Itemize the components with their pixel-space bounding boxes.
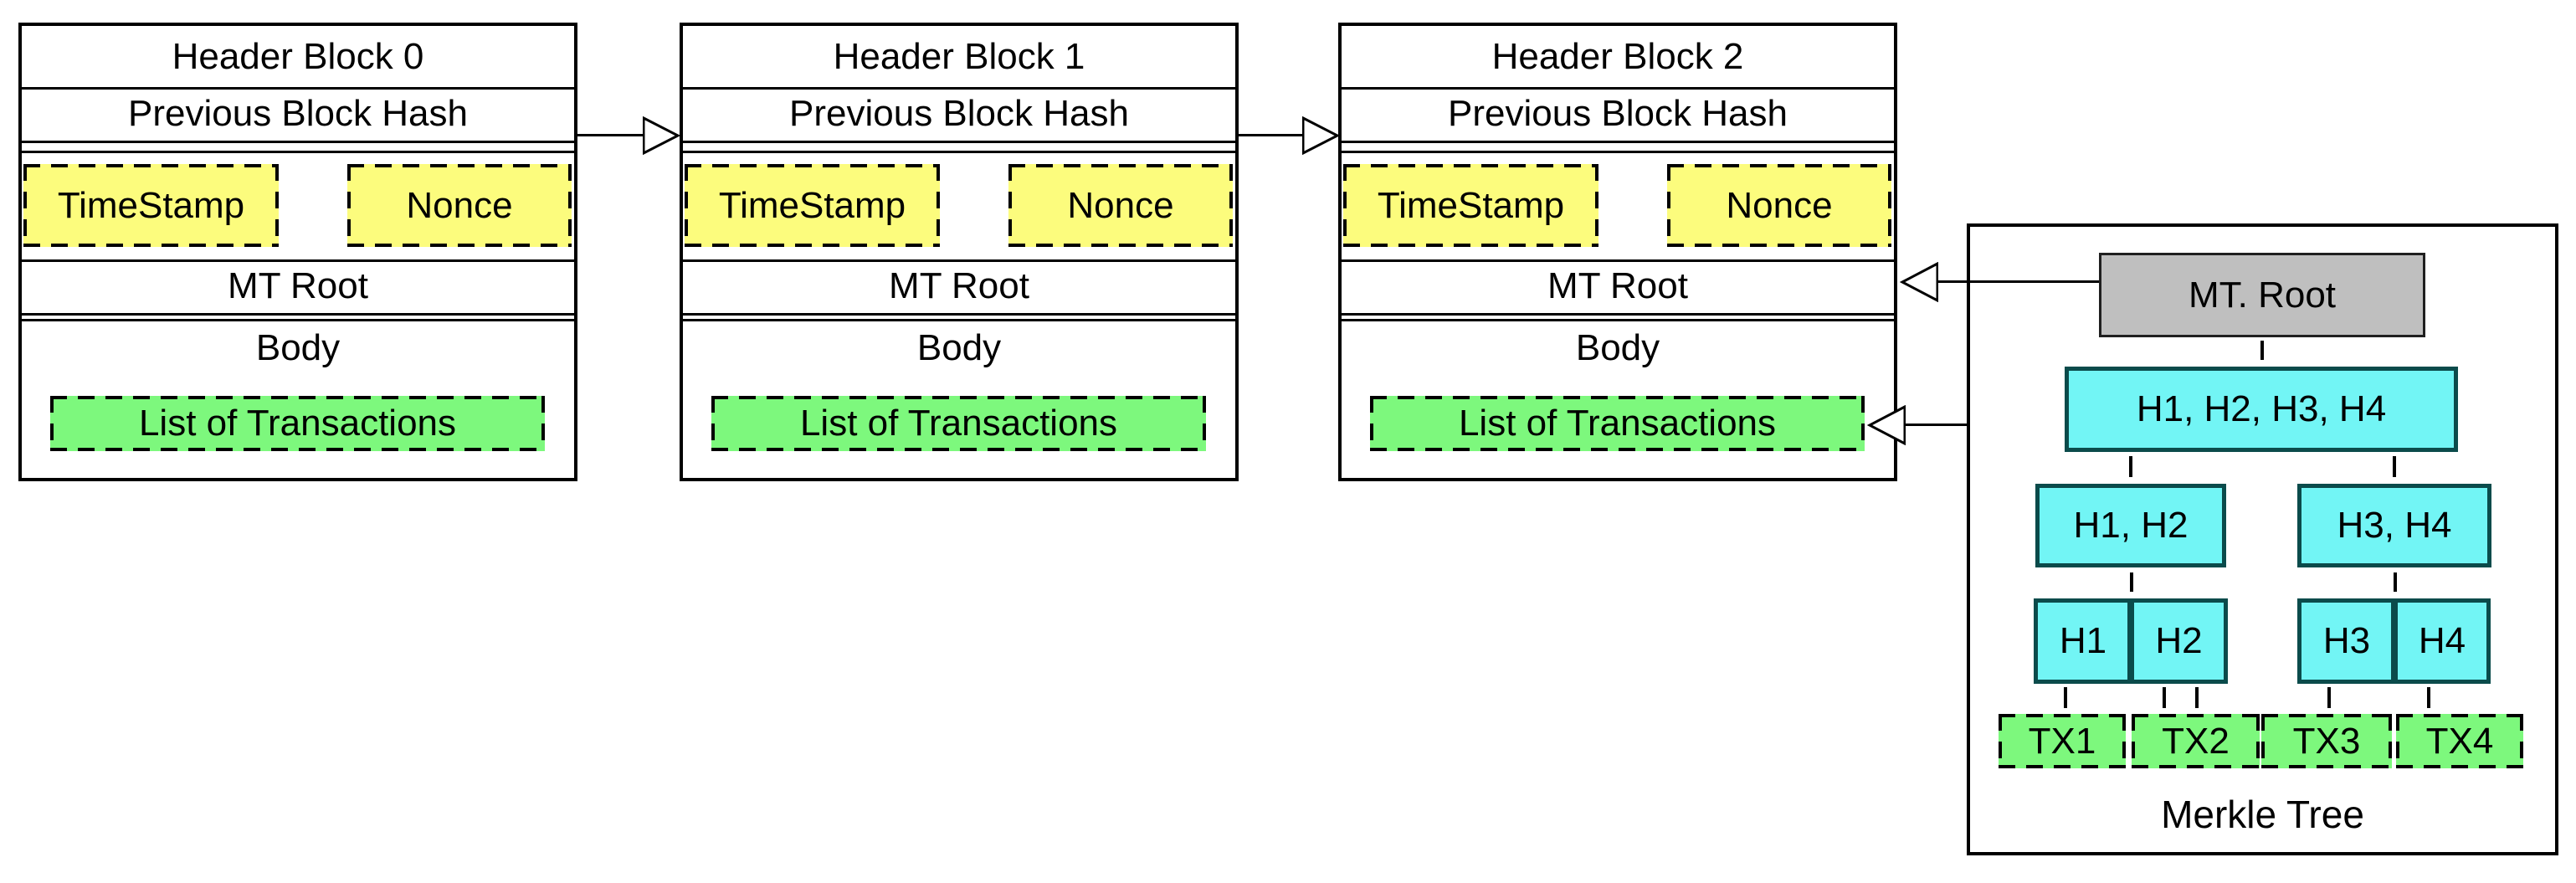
merkle-leaf-h3: H3 [2322,620,2371,661]
divider [22,319,574,321]
block-1-mt-root: MT Root [889,265,1029,306]
block-2-previous-hash: Previous Block Hash [1448,93,1788,134]
connector-h3-tx3 [2327,687,2331,708]
divider [683,259,1235,262]
divider [1342,141,1894,143]
chain-link-0-1-line [577,134,644,136]
block-0-previous-hash: Previous Block Hash [128,93,468,134]
divider [22,151,574,153]
divider [22,141,574,143]
block-0-transactions-box: List of Transactions [50,396,545,451]
connector-h2-tx2 [2163,687,2166,708]
divider [22,87,574,90]
block-1-previous-hash: Previous Block Hash [789,93,1129,134]
transactions-arrow-line [1906,424,1968,426]
block-0-timestamp-box: TimeStamp [23,164,279,247]
block-0-nonce-box: Nonce [347,164,572,247]
arrow-right-icon [643,116,680,155]
merkle-tx2-box: TX2 [2132,714,2260,768]
divider [1342,151,1894,153]
merkle-leaf-h2: H2 [2155,620,2203,661]
divider [1342,319,1894,321]
connector-level1-left [2129,456,2132,477]
divider [683,141,1235,143]
merkle-level2-right-node: H3, H4 [2297,484,2491,567]
arrow-left-icon [1900,262,1938,302]
block-1-timestamp-box: TimeStamp [685,164,940,247]
divider [22,259,574,262]
block-2-mt-root: MT Root [1547,265,1688,306]
merkle-leaf-pair-h3-h4: H3 H4 [2297,598,2491,684]
mt-root-arrow-line [1937,280,2099,283]
block-0-body-label: Body [255,327,341,368]
merkle-tx4-box: TX4 [2396,714,2523,768]
divider [683,319,1235,321]
divider [683,87,1235,90]
merkle-tx1-box: TX1 [1999,714,2126,768]
connector-h4-tx4 [2427,687,2430,708]
pair-divider [2127,598,2134,684]
block-0: Header Block 0 Previous Block Hash TimeS… [18,23,577,481]
pair-divider [2391,598,2398,684]
block-2-transactions-box: List of Transactions [1370,396,1865,451]
block-2-title: Header Block 2 [1491,35,1744,77]
merkle-root-node: MT. Root [2099,253,2425,337]
block-1-body-label: Body [916,327,1002,368]
block-1-transactions-box: List of Transactions [711,396,1206,451]
block-2-nonce-box: Nonce [1667,164,1891,247]
merkle-level2-left-node: H1, H2 [2035,484,2226,567]
connector-h2-tx2b [2195,687,2199,708]
divider [22,313,574,316]
merkle-level1-node: H1, H2, H3, H4 [2065,367,2458,452]
connector-level2-right-pair [2394,572,2397,592]
connector-h1-tx1 [2064,687,2067,708]
connector-level2-left-pair [2130,572,2133,592]
block-1-nonce-box: Nonce [1008,164,1233,247]
connector-level1-right [2393,456,2396,477]
block-0-title: Header Block 0 [172,35,424,77]
merkle-leaf-h1: H1 [2059,620,2107,661]
divider [683,151,1235,153]
block-1-title: Header Block 1 [833,35,1085,77]
block-2-body-label: Body [1575,327,1660,368]
divider [683,313,1235,316]
block-2-timestamp-box: TimeStamp [1343,164,1598,247]
chain-link-1-2-line [1239,134,1304,136]
merkle-tx3-box: TX3 [2261,714,2392,768]
block-0-mt-root: MT Root [228,265,368,306]
connector-root-level1 [2260,341,2264,360]
divider [1342,313,1894,316]
merkle-tree-caption: Merkle Tree [2161,792,2364,836]
block-2: Header Block 2 Previous Block Hash TimeS… [1338,23,1897,481]
arrow-right-icon [1302,116,1339,155]
divider [1342,259,1894,262]
block-1: Header Block 1 Previous Block Hash TimeS… [680,23,1239,481]
merkle-leaf-h4: H4 [2418,620,2466,661]
merkle-leaf-pair-h1-h2: H1 H2 [2034,598,2228,684]
divider [1342,87,1894,90]
arrow-left-icon [1867,405,1906,445]
